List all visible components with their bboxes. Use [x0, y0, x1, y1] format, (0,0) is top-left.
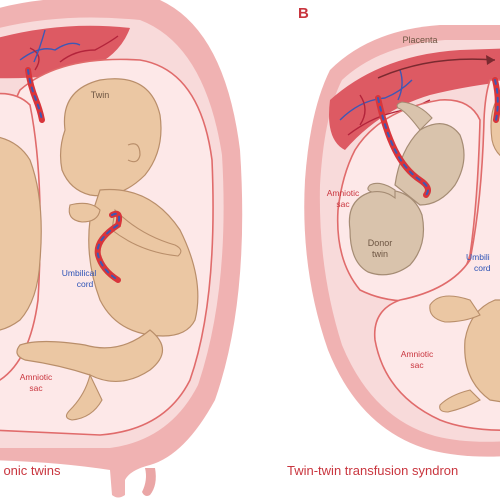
panel-a-label-twin: Twin — [91, 90, 110, 100]
panel-b-label-umbilical-2: cord — [474, 263, 491, 273]
panel-b-recipient-leg — [429, 295, 481, 323]
panel-b-label-sac-bottom-2: sac — [410, 360, 424, 370]
panel-b-caption: Twin-twin transfusion syndron — [287, 463, 458, 478]
panel-a: Twin Umbilical cord Amniotic sac onic tw… — [0, 0, 243, 498]
panel-a-twin-arm — [111, 208, 182, 257]
panel-a-label-sac-2: sac — [29, 383, 43, 393]
panel-b-recipient-twin — [429, 94, 500, 413]
panel-a-left-twin — [0, 136, 42, 331]
panel-b-label-placenta: Placenta — [402, 35, 437, 45]
panel-b-donor-head — [348, 189, 425, 276]
panel-b-label-sac-bottom-1: Amniotic — [401, 349, 434, 359]
panel-b-donor-leg — [396, 101, 433, 131]
panel-b-arrowhead — [486, 55, 495, 65]
panel-a-cord-bottom — [94, 210, 123, 283]
panel-a-twin-ear — [127, 143, 141, 163]
panel-b-recipient-body — [464, 299, 500, 403]
panel-b-label-sac-top-1: Amniotic — [327, 188, 360, 198]
panel-a-caption: onic twins — [3, 463, 61, 478]
panel-a-twin-hand — [68, 202, 101, 223]
panel-b-label-donor-1: Donor — [368, 238, 393, 248]
panel-a-placenta-vessels — [19, 29, 119, 71]
panel-b-label-donor-2: twin — [372, 249, 388, 259]
panel-a-cord-top — [25, 67, 45, 123]
panel-b-placenta — [329, 48, 500, 150]
panel-b-donor-body — [394, 123, 465, 206]
panel-a-label-umbilical-1: Umbilical — [62, 268, 97, 278]
panel-b-letter: B — [298, 5, 309, 22]
panel-a-twin-leg — [16, 329, 164, 383]
panel-a-twin-head — [59, 78, 162, 197]
panel-b-placenta-arrow — [377, 58, 496, 79]
panel-b-label-umbilical-1: Umbili — [466, 252, 490, 262]
panel-a-label-umbilical-2: cord — [77, 279, 94, 289]
panel-a-twin-foot — [65, 373, 103, 421]
panel-b-donor-twin — [348, 101, 465, 276]
panel-a-label-sac-1: Amniotic — [20, 372, 53, 382]
panel-b-cord-donor — [375, 95, 431, 198]
panel-a-cervix — [142, 468, 156, 496]
panel-b-cord-recipient — [492, 77, 500, 123]
panel-b: B Placenta Amniotic sac Donor twin Umbil… — [287, 5, 500, 478]
panel-b-label-sac-top-2: sac — [336, 199, 350, 209]
panel-b-recipient-foot — [439, 389, 481, 413]
panel-b-donor-arm — [367, 182, 396, 200]
panel-a-placenta — [0, 25, 130, 79]
